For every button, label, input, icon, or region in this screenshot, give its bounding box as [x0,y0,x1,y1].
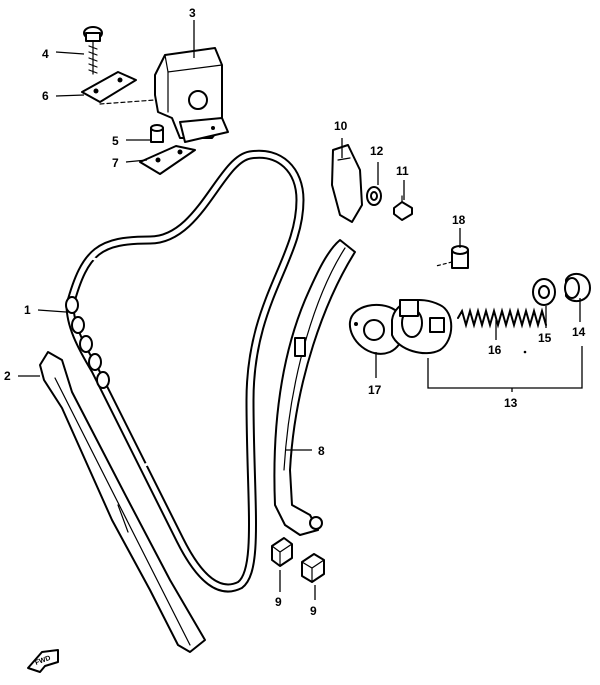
tensioner-blade [273,239,356,536]
callout-18: 18 [452,213,466,227]
callout-4: 4 [42,47,49,61]
cam-chain [65,149,305,593]
callout-14: 14 [572,325,586,339]
chain-guide [39,351,206,653]
bolt-11 [393,195,413,221]
damper-block-9b [301,553,325,583]
callout-7: 7 [112,156,119,170]
chain-link-detail [65,296,110,389]
callout-9a: 9 [275,595,282,609]
tensioner-adjuster-assembly [348,245,591,392]
bolt-18 [435,245,469,269]
callout-1: 1 [24,303,31,317]
front-arrow-marker: FWD [27,649,59,673]
plate-6 [81,71,137,103]
callout-6: 6 [42,89,49,103]
callout-12: 12 [370,144,384,158]
callout-2: 2 [4,369,11,383]
plate-7 [139,145,196,175]
callout-13: 13 [504,396,518,410]
callout-3: 3 [189,6,196,20]
callout-17: 17 [368,383,382,397]
leader-lines [18,20,581,600]
guide-plate-10 [331,144,363,223]
callout-9b: 9 [310,604,317,618]
washer-12 [366,186,382,206]
callout-5: 5 [112,134,119,148]
callout-15: 15 [538,331,552,345]
callout-10: 10 [334,119,348,133]
spring [457,307,547,329]
damper-block-9a [271,537,293,567]
callout-16: 16 [488,343,502,357]
bracket [154,47,223,139]
callout-8: 8 [318,444,325,458]
guide-bracket-assembly [81,26,229,175]
callout-numbers: 3 4 6 5 7 1 2 8 9 9 10 11 12 13 14 15 16… [4,6,586,618]
bolt-4 [83,26,103,75]
callout-11: 11 [396,164,409,178]
